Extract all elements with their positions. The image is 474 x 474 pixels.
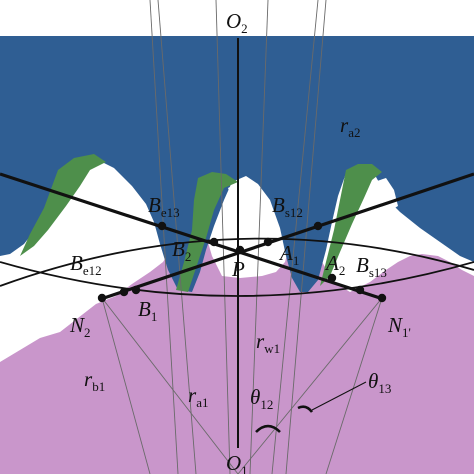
label-ra1: ra1: [188, 383, 208, 410]
label-N2: N2: [69, 313, 91, 340]
construction-lines: [101, 0, 383, 474]
label-B1: B1: [138, 297, 157, 324]
point-P: [235, 245, 245, 255]
point-Bs13: [355, 285, 365, 295]
point-A2: [327, 273, 337, 283]
label-Be13: Be13: [148, 193, 180, 220]
point-Bs12: [313, 221, 323, 231]
tooth-gap-right: [374, 178, 398, 212]
contact-points: [97, 221, 387, 303]
label-Bs13: Bs13: [356, 253, 387, 280]
tooth-flank-middle: [176, 172, 238, 292]
tooth-gap-left: [84, 172, 112, 206]
labels: O2 O1 ra2 Be13 Bs12 B2 A1 A2 Be12 Bs13 P…: [69, 9, 411, 474]
label-rw1: rw1: [256, 329, 280, 356]
theta13-arc: [297, 405, 314, 413]
lines-of-action: [0, 172, 474, 300]
label-theta12: θ12: [250, 385, 273, 412]
label-ra2: ra2: [340, 113, 360, 140]
label-N1: N1': [387, 313, 411, 340]
label-rb1: rb1: [84, 367, 105, 394]
label-A1: A1: [278, 241, 299, 268]
label-Bs12: Bs12: [272, 193, 303, 220]
label-B2: B2: [172, 237, 191, 264]
tooth-flank-left: [20, 154, 106, 256]
point-N1: [377, 293, 387, 303]
tooth-gap-middle: [228, 182, 256, 212]
label-P: P: [231, 257, 245, 281]
label-O2: O2: [226, 9, 248, 36]
label-Be12: Be12: [70, 251, 102, 278]
theta13-leader: [311, 381, 367, 411]
point-Be13: [157, 221, 167, 231]
point-B1: [131, 285, 141, 295]
point-Be12: [119, 287, 129, 297]
point-N2: [97, 293, 107, 303]
point-A1: [263, 237, 273, 247]
label-O1: O1: [226, 451, 248, 474]
theta12-arc: [255, 424, 281, 433]
label-A2: A2: [324, 251, 345, 278]
label-theta13: θ13: [368, 369, 391, 396]
tooth-flank-right: [320, 164, 382, 286]
point-B2: [209, 237, 219, 247]
